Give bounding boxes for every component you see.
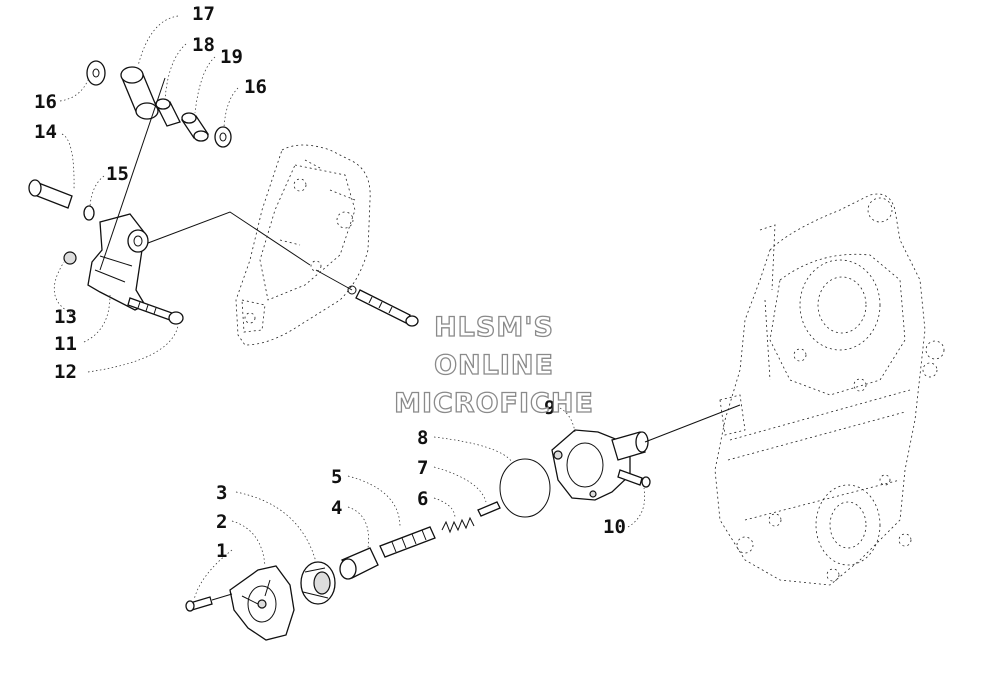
watermark-line-1: HLSM'S	[434, 312, 554, 343]
callout-13: 13	[54, 306, 77, 328]
transmission-housing	[714, 193, 945, 586]
watermark: HLSM'S ONLINE MICROFICHE	[393, 311, 594, 419]
arm-to-case-line	[147, 211, 311, 266]
watermark-line-3: MICROFICHE	[394, 388, 594, 419]
callout-10: 10	[603, 516, 626, 538]
callout-1: 1	[216, 540, 227, 562]
leader-lines	[53, 15, 645, 601]
callout-5: 5	[331, 466, 342, 488]
arm-assembly	[28, 60, 232, 325]
callout-9: 9	[544, 397, 555, 419]
pin-7	[477, 501, 501, 517]
washer-16-right	[214, 126, 232, 148]
callout-3: 3	[216, 482, 227, 504]
callout-4: 4	[331, 497, 342, 519]
callout-12: 12	[54, 361, 77, 383]
callout-16-left: 16	[34, 91, 57, 113]
callout-7: 7	[417, 457, 428, 479]
case-bolt	[315, 269, 419, 327]
callout-16-right: 16	[244, 76, 267, 98]
callout-6: 6	[417, 488, 428, 510]
nut-13	[63, 251, 77, 265]
spring-6	[441, 516, 475, 534]
gasket-8	[499, 458, 551, 518]
callout-14: 14	[34, 121, 57, 143]
left-case-cover	[235, 144, 371, 346]
callout-15: 15	[106, 163, 129, 185]
washer-15	[83, 205, 95, 221]
washer-16-left	[86, 60, 106, 86]
screw-10	[617, 469, 643, 486]
pump-assembly	[185, 404, 741, 641]
arm-11	[87, 213, 148, 311]
callout-19: 19	[220, 46, 243, 68]
callout-2: 2	[216, 511, 227, 533]
callout-8: 8	[417, 427, 428, 449]
watermark-line-2: ONLINE	[434, 350, 554, 381]
callout-11: 11	[54, 333, 77, 355]
callout-labels: 16 17 18 19 16 14 15 13 11 12 1 2 3 4 5 …	[34, 3, 626, 562]
callout-18: 18	[192, 34, 215, 56]
shaft-5	[379, 526, 436, 558]
callout-17: 17	[192, 3, 215, 25]
